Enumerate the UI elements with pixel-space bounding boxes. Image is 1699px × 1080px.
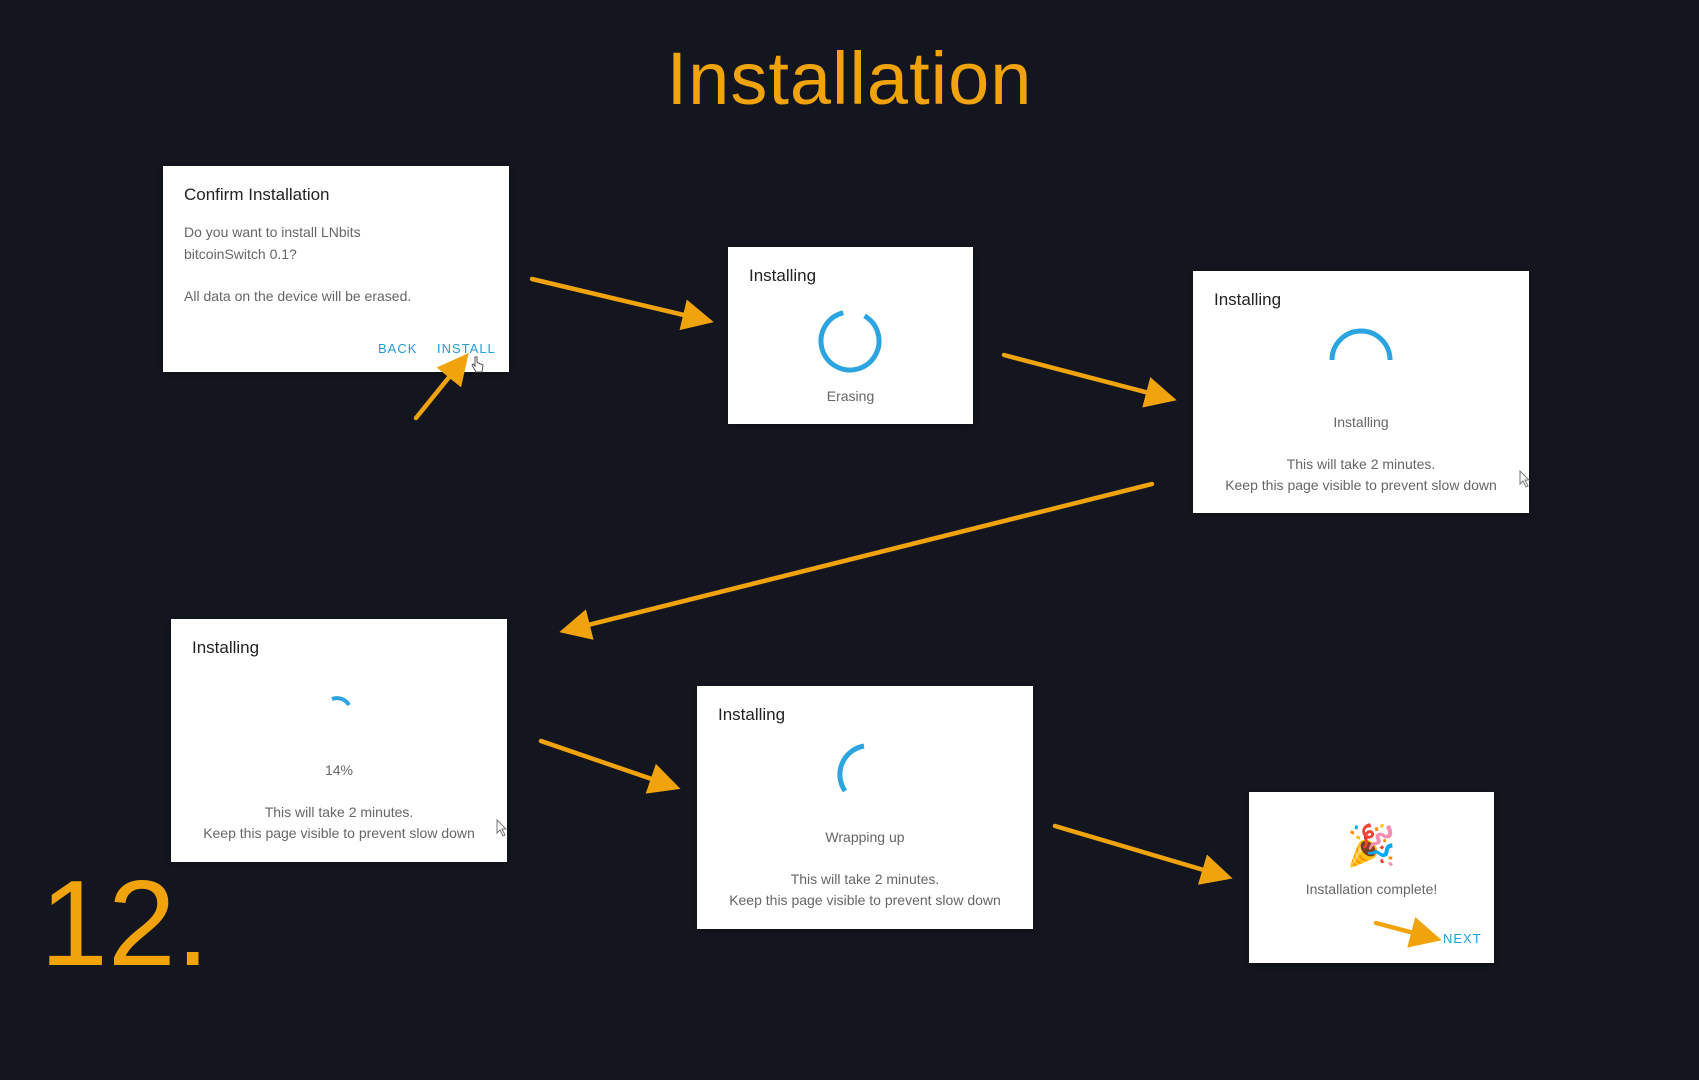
spinner-icon — [818, 309, 882, 373]
visibility-note: Keep this page visible to prevent slow d… — [729, 892, 1001, 908]
duration-note: This will take 2 minutes. — [1286, 456, 1436, 472]
page-title: Installation — [666, 37, 1033, 120]
step-number: 12. — [40, 855, 210, 991]
hand-cursor-icon — [471, 356, 484, 373]
party-popper-icon: 🎉 — [1346, 824, 1397, 868]
duration-note: This will take 2 minutes. — [264, 804, 414, 820]
status-text: Installation complete! — [1305, 881, 1438, 897]
dialog-title: Installing — [749, 266, 817, 285]
arrow-cursor-icon — [1519, 470, 1531, 488]
status-text: Installing — [1333, 414, 1389, 430]
arrow-step-5 — [1052, 823, 1233, 885]
arrow-cursor-icon — [496, 819, 508, 837]
dialog-message-line-2: bitcoinSwitch 0.1? — [184, 245, 297, 262]
dialog-message: Do you want to install LNbits bitcoinSwi… — [184, 222, 411, 308]
spinner-icon — [837, 743, 865, 793]
dialog-title: Installing — [192, 638, 260, 657]
arrow-step-2 — [1001, 352, 1177, 408]
status-text: Erasing — [826, 388, 875, 404]
spinner-icon — [331, 696, 351, 707]
arrow-step-4 — [538, 738, 681, 794]
dialog-title: Installing — [1214, 290, 1282, 309]
progress-dialog: Installing 14% This will take 2 minutes.… — [171, 619, 508, 862]
next-button[interactable]: NEXT — [1443, 931, 1482, 946]
dialog-title: Confirm Installation — [184, 185, 330, 204]
arrow-step-1 — [529, 276, 714, 331]
visibility-note: Keep this page visible to prevent slow d… — [203, 825, 475, 841]
install-button[interactable]: INSTALL — [437, 341, 496, 356]
arrow-step-3 — [559, 481, 1155, 640]
progress-percent: 14% — [324, 762, 354, 778]
duration-note: This will take 2 minutes. — [790, 871, 940, 887]
dialog-title: Installing — [718, 705, 786, 724]
erasing-dialog: Installing Erasing — [728, 247, 973, 424]
installing-dialog: Installing Installing This will take 2 m… — [1193, 271, 1531, 513]
dialog-message-line-1: Do you want to install LNbits — [184, 224, 361, 240]
visibility-note: Keep this page visible to prevent slow d… — [1225, 477, 1497, 493]
wrapping-up-dialog: Installing Wrapping up This will take 2 … — [697, 686, 1033, 929]
confirm-installation-dialog: Confirm Installation Do you want to inst… — [163, 166, 509, 373]
installation-complete-dialog: 🎉 Installation complete! NEXT — [1249, 792, 1494, 963]
spinner-icon — [1329, 328, 1393, 361]
status-text: Wrapping up — [825, 829, 905, 845]
back-button[interactable]: BACK — [378, 341, 418, 356]
dialog-warning: All data on the device will be erased. — [184, 288, 412, 304]
